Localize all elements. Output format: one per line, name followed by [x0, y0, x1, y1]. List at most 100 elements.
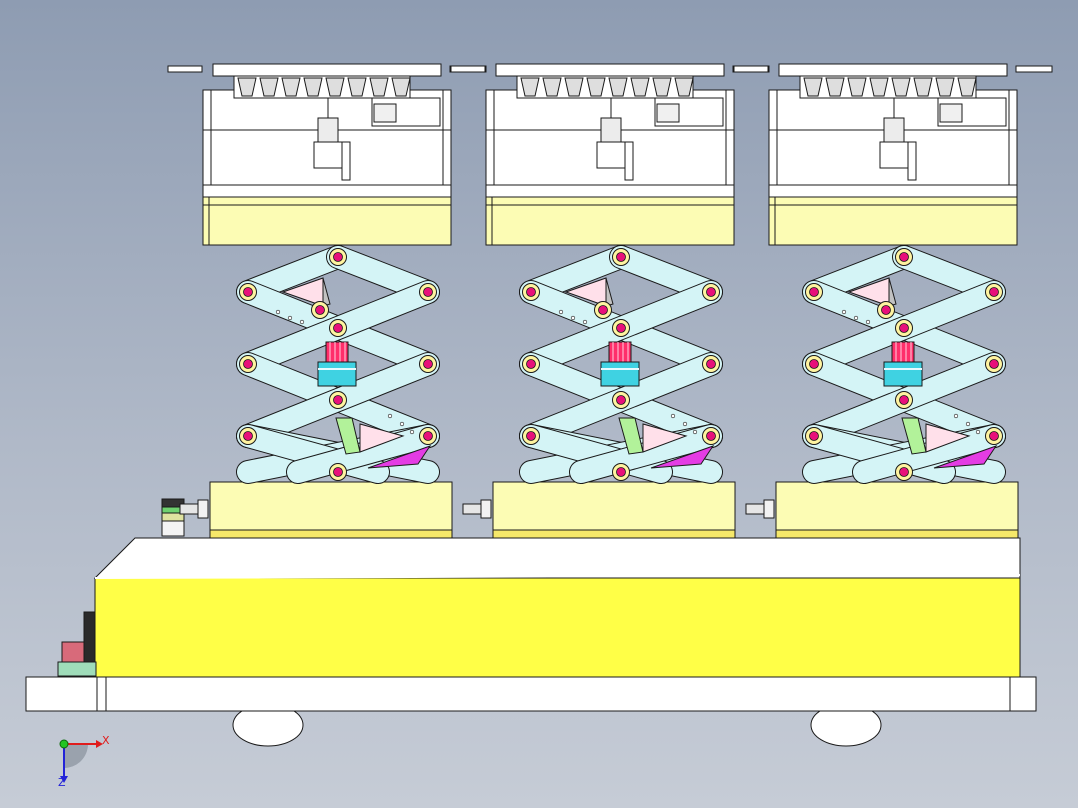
gripper-tooth: [347, 77, 367, 97]
scissor-bolt: [953, 413, 959, 419]
lift-coupling-block: [763, 499, 775, 519]
agv-chassis: [25, 498, 1037, 747]
top-plate-bar: [495, 63, 725, 77]
lift-aux-motor-cap: [656, 103, 680, 123]
scissor-green-strut: [618, 417, 644, 455]
drive-cylinder-body: [317, 361, 357, 387]
gripper-tooth: [369, 77, 389, 97]
scissor-pivot-pin: [333, 395, 343, 405]
lift-motor-flange: [341, 141, 351, 181]
gripper-tooth: [325, 77, 345, 97]
scissor-pivot-pin: [423, 431, 433, 441]
scissor-lift-group: [167, 63, 1053, 539]
lift-coupling-block: [480, 499, 492, 519]
scissor-pivot-pin: [899, 252, 909, 262]
lift-base-box-trim: [492, 529, 736, 539]
scissor-pivot-pin: [333, 323, 343, 333]
base-plate: [25, 676, 1037, 712]
lift-motor-shaft: [883, 117, 905, 143]
scissor-arm: [570, 425, 722, 483]
scissor-pivot-pin: [616, 252, 626, 262]
scissor-pivot-pin: [333, 252, 343, 262]
scissor-bolt: [399, 421, 405, 427]
gripper-tooth: [891, 77, 911, 97]
scissor-pivot-pin: [616, 467, 626, 477]
scissor-pivot-pin: [899, 395, 909, 405]
top-plate-bar: [778, 63, 1008, 77]
scissor-bolt: [582, 319, 588, 325]
scissor-gusset-upper-side: [322, 277, 331, 307]
top-plate-bar: [212, 63, 442, 77]
scissor-lift-unit-1: [167, 63, 487, 539]
scissor-bolt: [692, 429, 698, 435]
scissor-drive-plate: [650, 445, 715, 469]
gripper-array: [799, 75, 977, 99]
lift-motor-shaft: [600, 117, 622, 143]
top-plate-flange-left: [733, 65, 769, 73]
scissor-bolt: [670, 413, 676, 419]
lift-base-box: [492, 481, 736, 539]
scissor-bolt: [387, 413, 393, 419]
scissor-gusset-lower: [642, 423, 688, 453]
scissor-arm: [853, 425, 1005, 483]
lift-motor-flange: [624, 141, 634, 181]
lift-base-box: [775, 481, 1019, 539]
lift-aux-motor-cap: [939, 103, 963, 123]
scissor-pivot-pin: [881, 305, 891, 315]
scissor-pivot-pin: [706, 287, 716, 297]
lift-motor-shaft: [317, 117, 339, 143]
scissor-pivot-pin: [526, 287, 536, 297]
lift-platform-block: [485, 196, 735, 246]
lift-base-box-trim: [775, 529, 1019, 539]
scissor-bolt: [965, 421, 971, 427]
lift-motor-box: [313, 141, 343, 169]
lift-platform-block: [202, 196, 452, 246]
lift-coupling-pin: [462, 503, 482, 515]
scissor-pivot-pin: [315, 305, 325, 315]
gripper-tooth: [935, 77, 955, 97]
gripper-array: [233, 75, 411, 99]
lift-base-box-trim: [209, 529, 453, 539]
scissor-bolt: [287, 315, 293, 321]
drive-cylinder-body: [600, 361, 640, 387]
scissor-bolt: [841, 309, 847, 315]
gripper-tooth: [847, 77, 867, 97]
scissor-bolt: [975, 429, 981, 435]
scissor-pivot-pin: [989, 431, 999, 441]
scissor-pivot-pin: [809, 287, 819, 297]
scissor-bolt: [682, 421, 688, 427]
scissor-bolt: [865, 319, 871, 325]
gripper-tooth: [259, 77, 279, 97]
top-plate-flange-right: [1015, 65, 1053, 73]
scissor-pivot-pin: [809, 431, 819, 441]
lift-motor-box: [596, 141, 626, 169]
gripper-tooth: [825, 77, 845, 97]
lift-coupling-pin: [179, 503, 199, 515]
gripper-tooth: [608, 77, 628, 97]
chassis-body-highlight: [94, 574, 1021, 579]
scissor-pivot-pin: [989, 287, 999, 297]
lift-motor-flange: [907, 141, 917, 181]
gripper-tooth: [652, 77, 672, 97]
gripper-tooth: [542, 77, 562, 97]
signal-tower-base: [161, 520, 185, 537]
gripper-array: [516, 75, 694, 99]
gripper-tooth: [303, 77, 323, 97]
scissor-pivot-pin: [526, 431, 536, 441]
coordinate-triad: [59, 739, 103, 783]
scissor-pivot-pin: [616, 395, 626, 405]
scissor-pivot-pin: [526, 359, 536, 369]
triad-z-arrow: [60, 776, 68, 783]
lift-base-box: [209, 481, 453, 539]
scissor-gusset-lower: [925, 423, 971, 453]
drive-cylinder-body: [883, 361, 923, 387]
scissor-pivot-pin: [423, 359, 433, 369]
scissor-gusset-upper-side: [605, 277, 614, 307]
lift-platform-block: [768, 196, 1018, 246]
scissor-pivot-pin: [989, 359, 999, 369]
scissor-lift-unit-2: [450, 63, 770, 539]
scissor-drive-plate: [933, 445, 998, 469]
gripper-tooth: [869, 77, 889, 97]
